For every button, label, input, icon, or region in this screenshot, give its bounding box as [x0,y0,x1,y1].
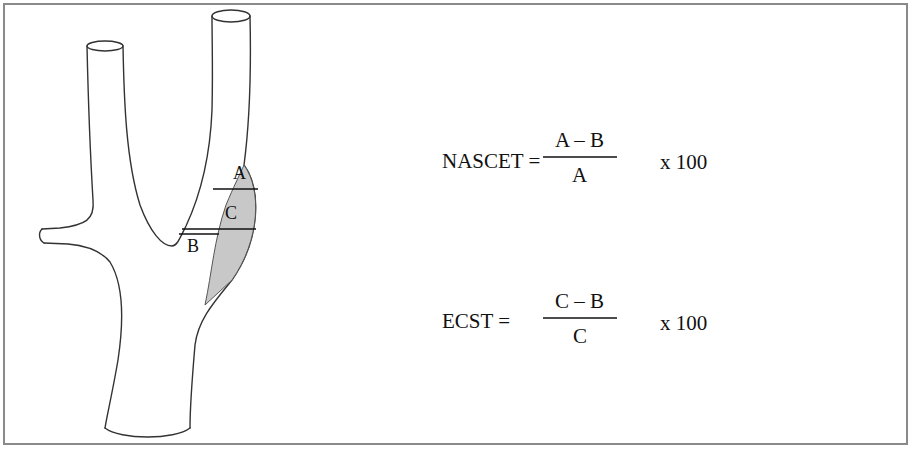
measure-line-b [179,233,219,235]
ica-right-wall [190,16,256,428]
plaque [205,165,256,305]
multiplier: x 100 [660,150,707,174]
numerator: C – B [555,289,604,313]
fraction-bar [543,156,617,157]
measure-label: B [187,236,199,257]
measure-line-c [182,228,256,230]
cca-left-wall [44,243,122,428]
denominator: C [573,324,587,348]
formula-name: NASCET = [442,149,540,173]
eca-left-wall [42,46,93,229]
denominator: A [572,163,587,187]
eca-opening [87,41,123,51]
numerator: A – B [555,128,604,152]
side-branch-end [40,229,44,243]
frame-border [4,4,907,444]
multiplier: x 100 [660,311,707,335]
measure-label: C [225,203,237,224]
ica-opening [212,10,250,22]
cca-bottom [105,428,190,437]
fraction-bar [543,317,617,318]
formula-name: ECST = [442,309,510,333]
measure-label: A [233,163,246,184]
measure-line-a [213,188,258,190]
bifurcation-wall [123,16,212,246]
